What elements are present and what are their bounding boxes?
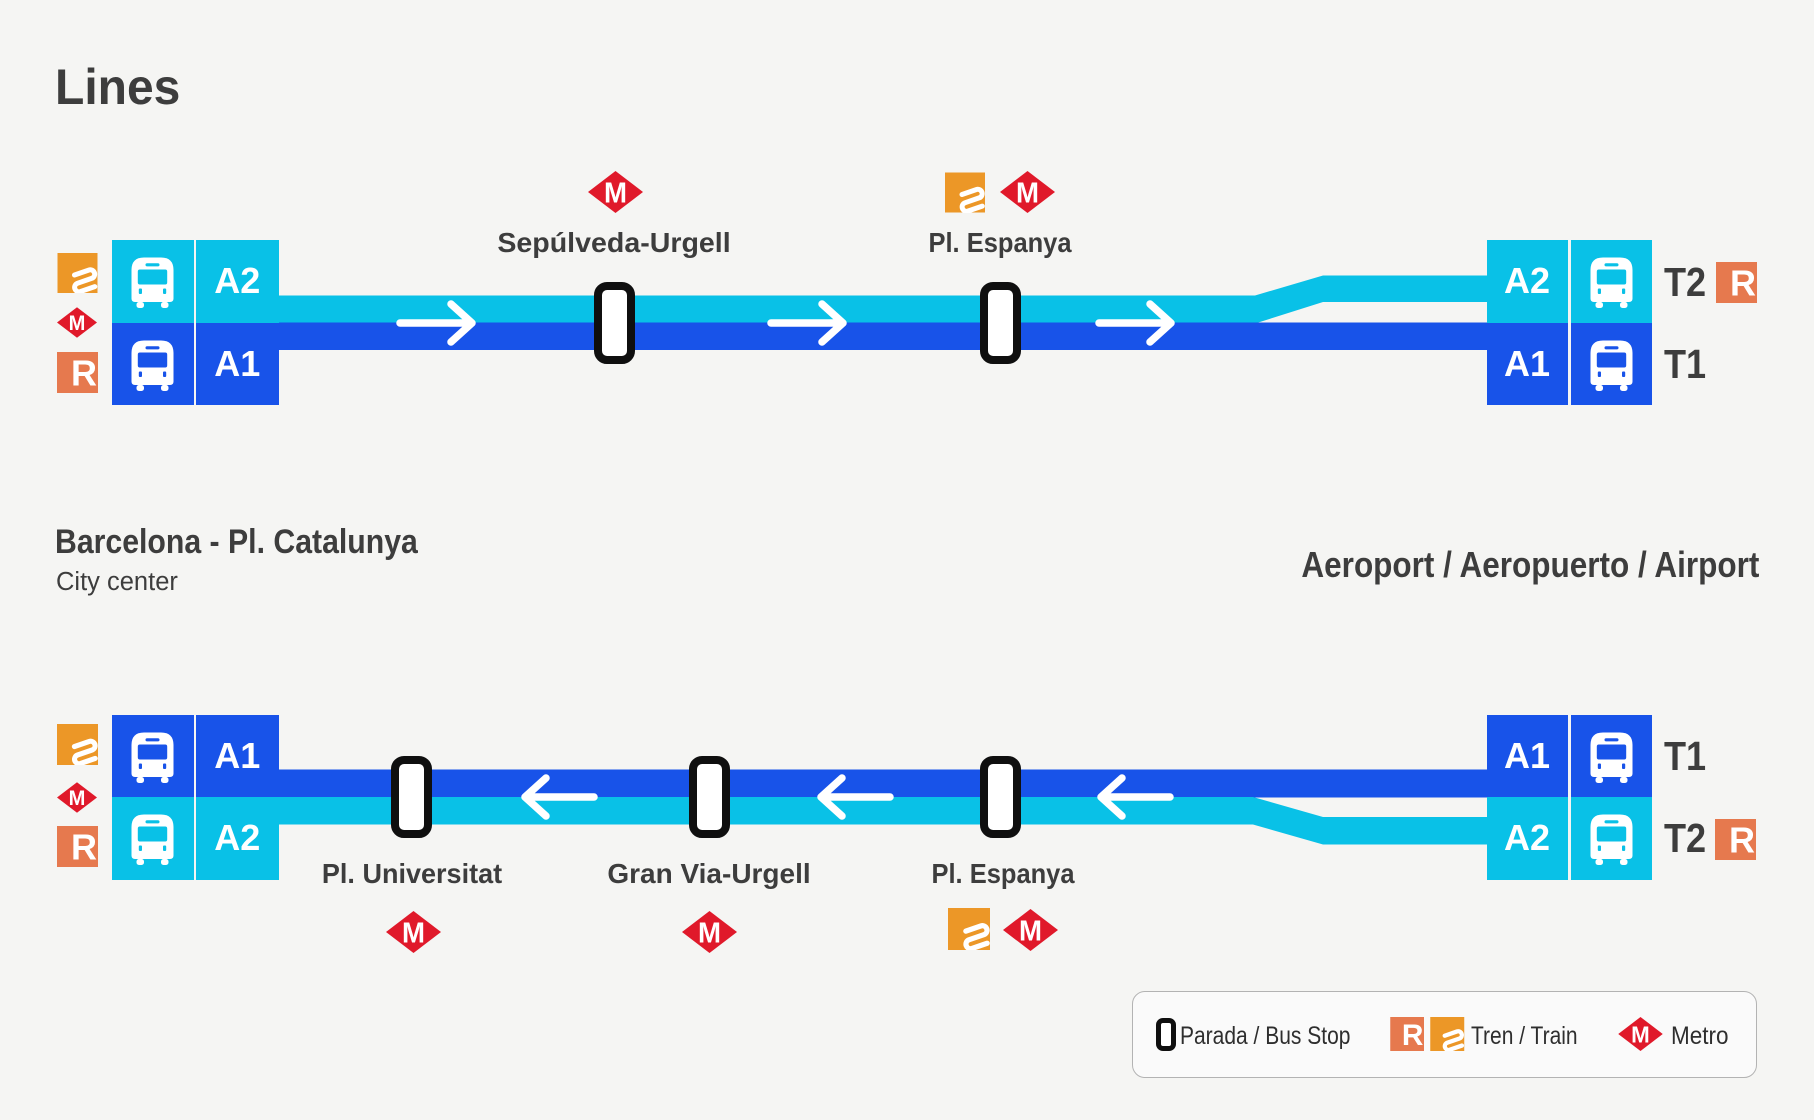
svg-text:R: R [71,827,97,868]
svg-text:R: R [1729,819,1755,860]
svg-text:R: R [71,353,97,394]
svg-text:R: R [1401,1019,1423,1051]
svg-text:M: M [69,312,86,335]
svg-text:M: M [69,787,86,810]
svg-text:M: M [402,918,425,950]
svg-text:M: M [1019,916,1042,948]
svg-text:M: M [1631,1022,1650,1048]
svg-text:R: R [1730,262,1756,303]
svg-text:M: M [604,178,627,210]
svg-text:M: M [1016,178,1039,210]
svg-text:M: M [698,918,721,950]
